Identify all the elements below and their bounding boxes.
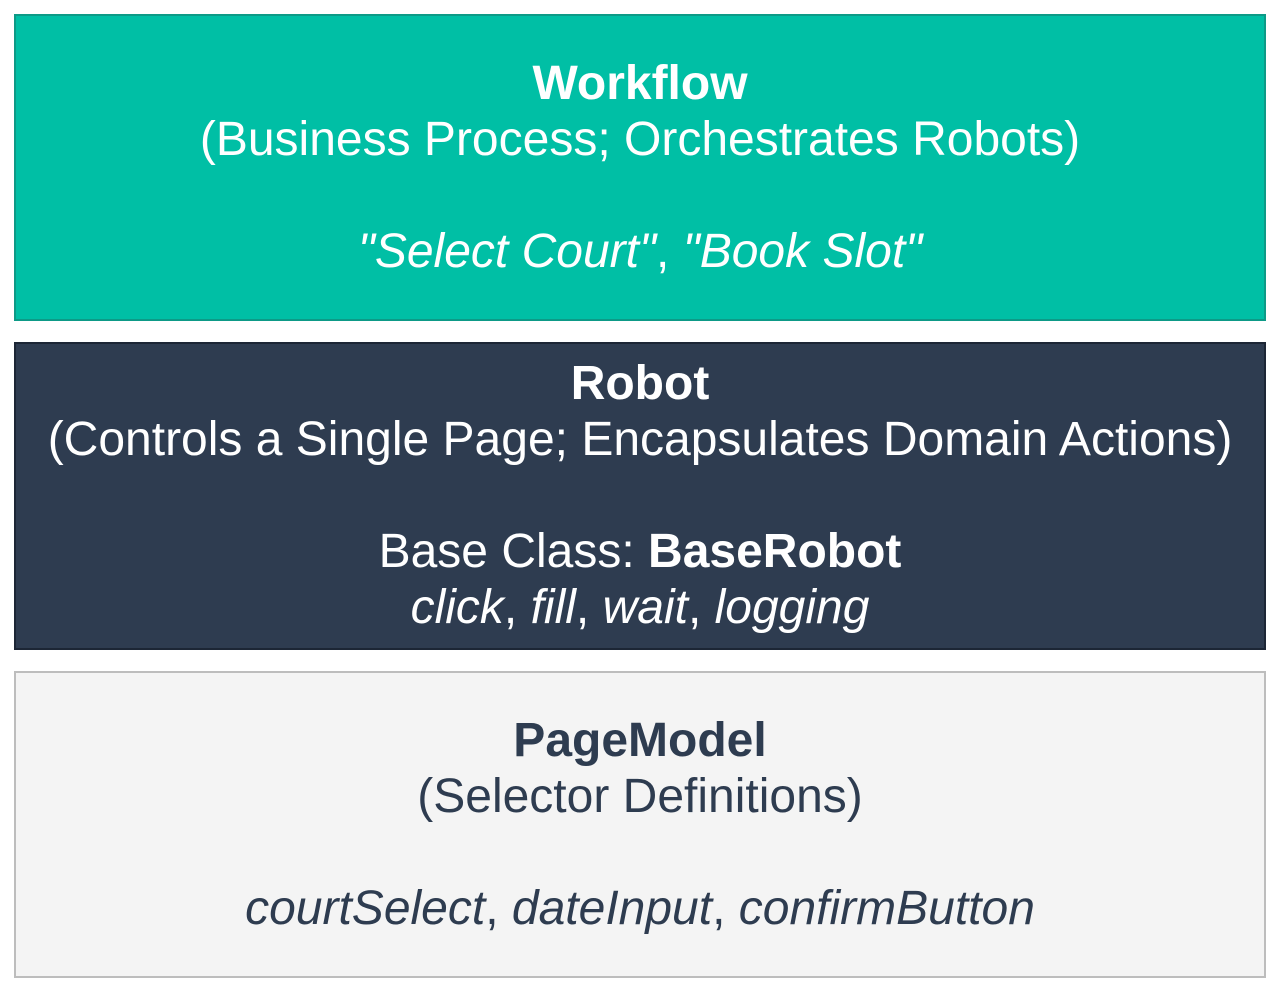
pagemodel-title: PageModel [513,713,767,767]
pagemodel-selector-separator: , [712,881,739,935]
pagemodel-layer: PageModel (Selector Definitions) courtSe… [14,671,1266,978]
workflow-example-book-slot: "Book Slot" [682,224,923,278]
workflow-example-select-court: "Select Court" [357,224,656,278]
robot-method-separator: , [575,581,603,634]
robot-base-class-label: Base Class: [378,525,649,578]
workflow-examples: "Select Court", "Book Slot" [358,224,922,280]
pagemodel-selectors: courtSelect, dateInput, confirmButton [245,881,1035,937]
pagemodel-subtitle: (Selector Definitions) [417,769,863,823]
robot-method-separator: , [503,581,531,634]
robot-method-logging: logging [714,581,870,634]
robot-method-separator: , [687,581,715,634]
pagemodel-selector-court-select: courtSelect [245,881,486,935]
robot-methods: click, fill, wait, logging [411,580,870,636]
workflow-example-separator: , [656,224,683,278]
workflow-subtitle: (Business Process; Orchestrates Robots) [199,112,1081,166]
robot-method-click: click [410,581,504,634]
robot-subtitle: (Controls a Single Page; Encapsulates Do… [47,413,1233,466]
workflow-title: Workflow [532,56,748,110]
robot-method-fill: fill [530,581,576,634]
pagemodel-selector-separator: , [485,881,512,935]
robot-base-class-name: BaseRobot [648,525,902,578]
robot-title: Robot [570,357,710,410]
pagemodel-selector-confirm-button: confirmButton [738,881,1035,935]
workflow-layer: Workflow (Business Process; Orchestrates… [14,14,1266,321]
robot-method-wait: wait [602,581,688,634]
robot-layer: Robot (Controls a Single Page; Encapsula… [14,342,1266,650]
pagemodel-selector-date-input: dateInput [511,881,713,935]
robot-base-class: Base Class: BaseRobot [379,524,902,580]
